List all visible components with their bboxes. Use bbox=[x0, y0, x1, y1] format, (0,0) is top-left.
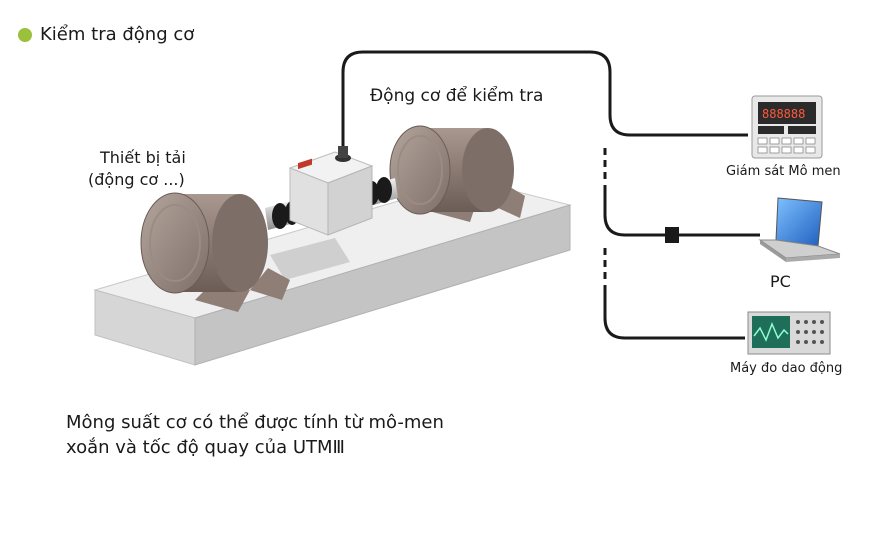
caption-line-2: xoắn và tốc độ quay của UTMⅢ bbox=[66, 437, 345, 458]
caption: Mông suất cơ có thể được tính từ mô-men … bbox=[66, 410, 444, 460]
signal-cables bbox=[341, 50, 760, 340]
label-oscilloscope: Máy đo dao động bbox=[730, 361, 843, 376]
caption-line-1: Mông suất cơ có thể được tính từ mô-men bbox=[66, 412, 444, 433]
torque-meter bbox=[288, 146, 374, 236]
motor-under-test bbox=[389, 125, 525, 222]
label-torque-monitor: Giám sát Mô men bbox=[726, 164, 841, 179]
bullet-dot-icon bbox=[18, 27, 32, 42]
label-load-device: Thiết bị tải bbox=[100, 148, 186, 167]
title-text: Kiểm tra động cơ bbox=[40, 24, 195, 45]
label-pc: PC bbox=[770, 272, 791, 291]
label-motor-under-test: Động cơ để kiểm tra bbox=[370, 86, 544, 106]
load-device-motor bbox=[140, 192, 290, 312]
cable-connector bbox=[665, 227, 679, 243]
laptop-pc bbox=[758, 197, 841, 262]
label-load-device-sub: (động cơ ...) bbox=[88, 170, 185, 189]
oscilloscope-device bbox=[747, 311, 831, 355]
torque-monitor-device: 888888 bbox=[751, 95, 823, 159]
section-title: Kiểm tra động cơ bbox=[18, 24, 194, 45]
svg-text:888888: 888888 bbox=[762, 107, 805, 121]
